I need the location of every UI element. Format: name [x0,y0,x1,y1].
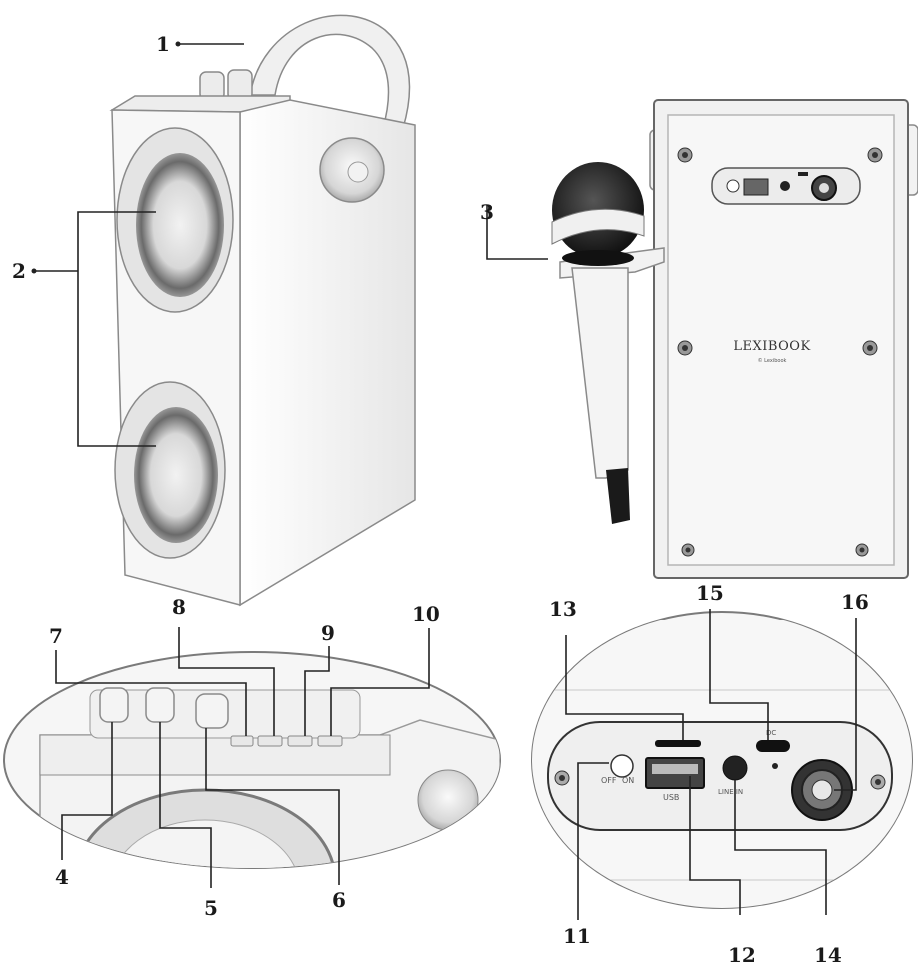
callout-14: 14 [814,943,842,965]
label-dc: DC [766,729,776,737]
screw [855,543,869,557]
callout-6: 6 [332,888,346,912]
dc-port [756,740,790,752]
plate-usb [743,178,769,196]
label-line-in: LINE IN [718,788,743,796]
handle-mount-cap [347,161,369,183]
plate-switch [726,179,740,193]
callout-4: 4 [55,865,69,889]
leader-lines [31,41,857,920]
label-on: ON [622,776,634,785]
callout-numbers: 1 2 3 4 5 6 7 8 9 10 11 12 13 14 15 16 [12,32,869,965]
screw [681,543,695,557]
callout-2: 2 [12,259,26,283]
button-7 [230,735,254,747]
button-8 [257,735,283,747]
screw [677,147,693,163]
plate-screw-left [554,770,570,786]
button-10 [317,735,343,747]
knob-4 [99,687,129,723]
controls-zoom [3,651,501,869]
led-indicator [772,763,778,769]
screw [862,340,878,356]
mic-band [551,208,645,245]
screw [677,340,693,356]
speaker-front-view [109,14,416,607]
card-slot [655,740,701,747]
power-switch [610,754,634,778]
brand-logo: LEXIBOOK [733,339,810,354]
label-usb: USB [663,793,679,802]
callout-10: 10 [412,602,440,626]
callout-3: 3 [480,200,494,224]
callout-12: 12 [728,943,756,965]
callout-13: 13 [549,597,577,621]
woofer-lower-cone [134,407,218,543]
brand-logo-sub: © Lexibook [758,357,787,364]
line-in-jack [722,755,748,781]
ports-zoom: OFF ON USB LINE IN DC [531,611,913,909]
callout-1: 1 [156,32,170,56]
callout-15: 15 [696,581,724,605]
label-off: OFF [601,776,617,785]
callout-11: 11 [563,924,591,948]
callout-16: 16 [841,590,869,614]
plate-screw-right [870,774,886,790]
mic-handle [571,267,629,479]
button-9 [287,735,313,747]
speaker-back-view: LEXIBOOK © Lexibook [649,99,918,579]
screw [867,147,883,163]
callout-5: 5 [204,896,218,920]
callout-8: 8 [172,595,186,619]
callout-7: 7 [49,624,63,648]
callout-9: 9 [321,621,335,645]
mic-tip [606,468,630,524]
knob-5 [145,687,175,723]
woofer-upper-cone [136,153,224,297]
microphone [551,162,665,524]
knob-6 [195,693,229,729]
plate-dc [798,172,808,176]
plate-line-in [780,181,790,191]
